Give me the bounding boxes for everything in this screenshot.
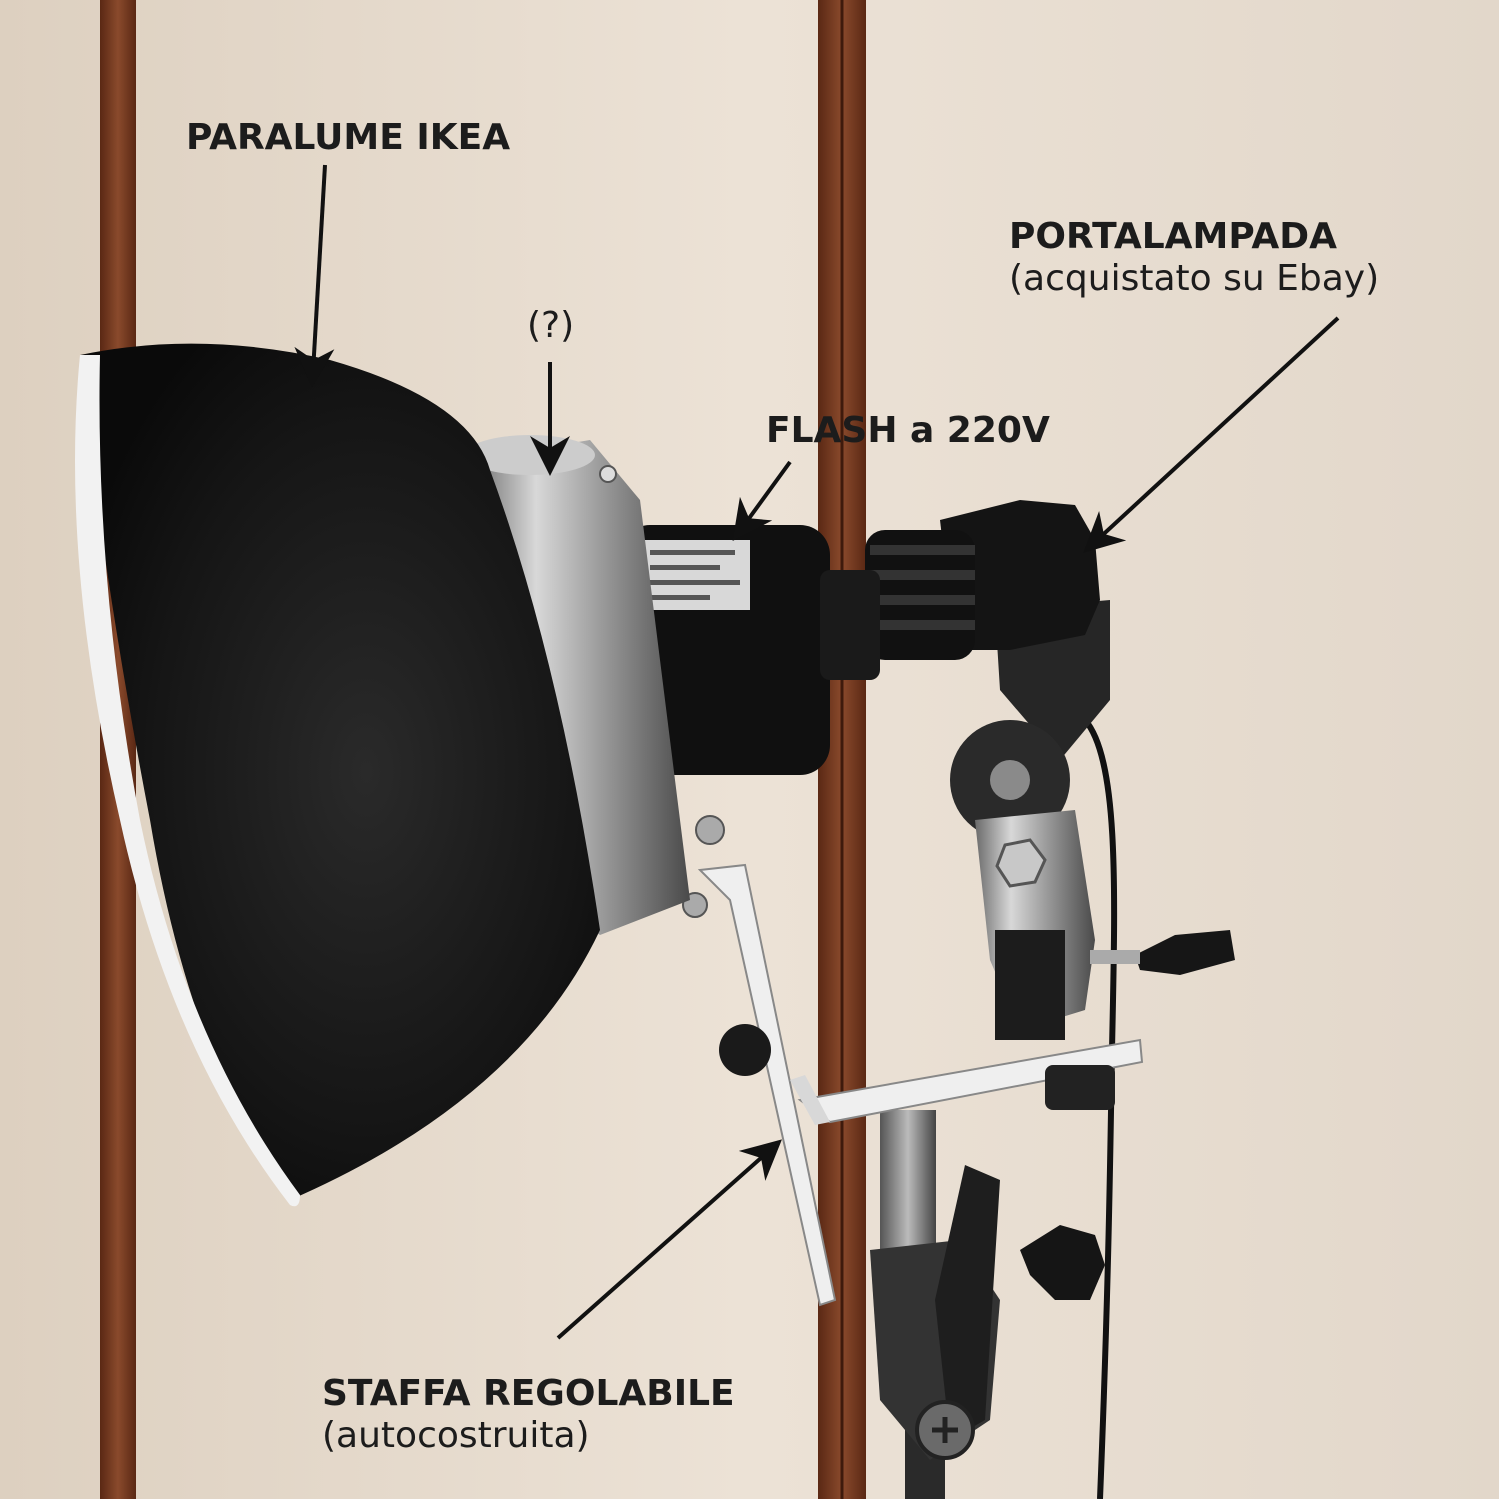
arrow-flash xyxy=(732,460,792,541)
lamp-socket-body xyxy=(940,500,1100,650)
chrome-collar xyxy=(470,440,690,935)
stand-screw-cross-icon xyxy=(932,1417,958,1443)
stand-clamp-lever xyxy=(935,1165,1000,1440)
stand-side-knob xyxy=(1020,1225,1105,1300)
swivel-hex-bolt xyxy=(995,838,1047,888)
arrow-staffa xyxy=(556,1139,782,1340)
lampshade-rim xyxy=(75,355,300,1207)
lamp-socket-ribs xyxy=(865,530,975,660)
arrow-portalampada xyxy=(1083,316,1340,553)
swivel-joint-cap xyxy=(990,760,1030,800)
lampshade xyxy=(80,343,600,1200)
label-staffa-sub: (autocostruita) xyxy=(322,1415,590,1456)
swivel-tension-rod xyxy=(1090,950,1140,964)
bracket-nut-upper xyxy=(695,815,725,845)
label-staffa: STAFFA REGOLABILE (autocostruita) xyxy=(322,1373,735,1457)
label-portalampada-title: PORTALAMPADA xyxy=(1009,216,1338,257)
chrome-screw xyxy=(599,465,617,483)
bracket-vertical-plate xyxy=(697,863,837,1307)
bracket-bend xyxy=(790,1075,830,1125)
arrow-paralume xyxy=(294,164,335,388)
bracket-clamp xyxy=(1045,1065,1115,1110)
label-staffa-title: STAFFA REGOLABILE xyxy=(322,1373,735,1414)
bracket-knob xyxy=(719,1024,771,1076)
swivel-tension-knob xyxy=(1135,930,1235,975)
label-paralume: PARALUME IKEA xyxy=(186,117,511,158)
label-question: (?) xyxy=(527,305,575,346)
flash-bulb-label-lines xyxy=(650,550,740,600)
label-flash: FLASH a 220V xyxy=(766,410,1050,451)
label-portalampada: PORTALAMPADA (acquistato su Ebay) xyxy=(1009,216,1379,300)
label-portalampada-sub: (acquistato su Ebay) xyxy=(1009,258,1380,299)
swivel-lower-block xyxy=(995,930,1065,1040)
flash-bulb-neck xyxy=(820,570,880,680)
